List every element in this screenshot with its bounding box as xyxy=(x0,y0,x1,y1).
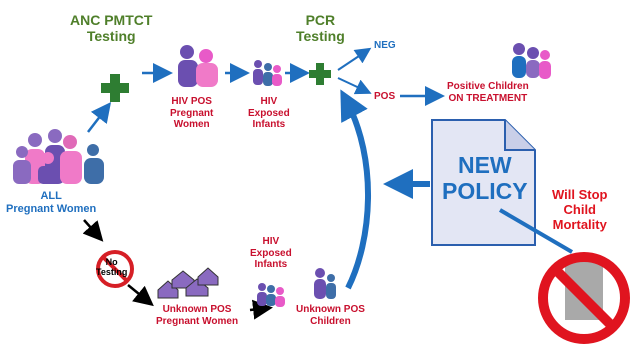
hiv-pos-women-label: HIV POS Pregnant Women xyxy=(170,96,213,131)
arrow-to-no-testing xyxy=(82,219,104,242)
all-line2: Pregnant Women xyxy=(6,202,97,215)
unknown-pos-women-label: Unknown POS Pregnant Women xyxy=(156,304,238,327)
all-line1: ALL xyxy=(40,190,62,202)
hiv-exposed-b-line1: HIV xyxy=(262,236,280,247)
arrow-to-exposed-infants-b xyxy=(249,299,273,320)
new-policy-line2: POLICY xyxy=(442,178,528,205)
hiv-pos-line2: Pregnant xyxy=(170,107,214,119)
positive-children-line2: ON TREATMENT xyxy=(448,92,528,104)
all-pregnant-women-people-icon xyxy=(13,129,104,184)
hiv-exposed-line3: Infants xyxy=(252,119,286,130)
unknown-pos-children-label: Unknown POS Children xyxy=(296,304,365,327)
no-testing-line1: No xyxy=(105,257,118,267)
positive-children-line1: Positive Children xyxy=(447,81,529,92)
unknown-pos-children-icon xyxy=(314,268,336,299)
unknown-pos-children-line2: Children xyxy=(310,315,351,327)
unknown-pos-women-line1: Unknown POS xyxy=(162,304,232,315)
pcr-testing-label: Testing xyxy=(296,28,345,45)
will-stop-line2: Child xyxy=(563,201,597,217)
will-stop-line3: Mortality xyxy=(552,216,607,232)
hiv-exposed-infants-b-icon xyxy=(257,283,285,307)
anc-pmtct-heading: ANC PMTCT Testing xyxy=(70,12,152,44)
will-stop-label: Will Stop Child Mortality xyxy=(552,187,608,233)
positive-children-icon xyxy=(512,43,551,79)
arrow-to-anc xyxy=(87,102,112,133)
curved-arrow-to-pcr xyxy=(340,89,372,290)
houses-icon xyxy=(157,267,219,299)
pcr-label: PCR xyxy=(305,12,336,28)
arrow-to-neg xyxy=(337,47,372,71)
hiv-exposed-line2: Exposed xyxy=(248,107,290,119)
hiv-exposed-infants-label: HIV Exposed Infants xyxy=(248,96,290,131)
hiv-pos-women-people-icon xyxy=(178,45,218,87)
arrow-to-pos xyxy=(337,77,372,95)
will-stop-line1: Will Stop xyxy=(552,187,608,202)
hiv-exposed-b-line3: Infants xyxy=(254,259,288,270)
pos-label: POS xyxy=(374,91,396,102)
unknown-pos-children-line1: Unknown POS xyxy=(296,304,365,315)
pcr-heading: PCR Testing xyxy=(296,12,345,44)
stop-mortality-prohibition-icon xyxy=(538,252,630,344)
no-testing-line2: Testing xyxy=(96,267,128,278)
neg-label: NEG xyxy=(374,40,396,51)
hiv-pos-line1: HIV POS xyxy=(171,96,212,107)
anc-cross-icon xyxy=(101,74,129,102)
new-policy-label: NEW POLICY xyxy=(442,152,528,205)
hiv-pos-line3: Women xyxy=(173,119,210,130)
unknown-pos-women-line2: Pregnant Women xyxy=(156,315,239,327)
arrow-to-unknown-women xyxy=(127,284,154,307)
policy-line-to-stop xyxy=(498,208,574,254)
anc-pmtct-label: ANC PMTCT xyxy=(70,12,153,28)
hiv-exposed-infants-b-label: HIV Exposed Infants xyxy=(250,236,292,271)
positive-children-label: Positive Children ON TREATMENT xyxy=(447,81,529,104)
all-pregnant-women-label: ALL Pregnant Women xyxy=(6,190,96,215)
no-testing-label: No Testing xyxy=(96,257,127,278)
hiv-exposed-line1: HIV xyxy=(260,96,278,107)
anc-testing-label: Testing xyxy=(86,28,136,45)
hiv-exposed-infants-icon xyxy=(253,60,282,86)
hiv-exposed-b-line2: Exposed xyxy=(250,247,292,259)
new-policy-line1: NEW xyxy=(457,152,512,178)
pcr-cross-icon xyxy=(309,63,331,85)
no-testing-prohibition-icon xyxy=(96,250,134,288)
